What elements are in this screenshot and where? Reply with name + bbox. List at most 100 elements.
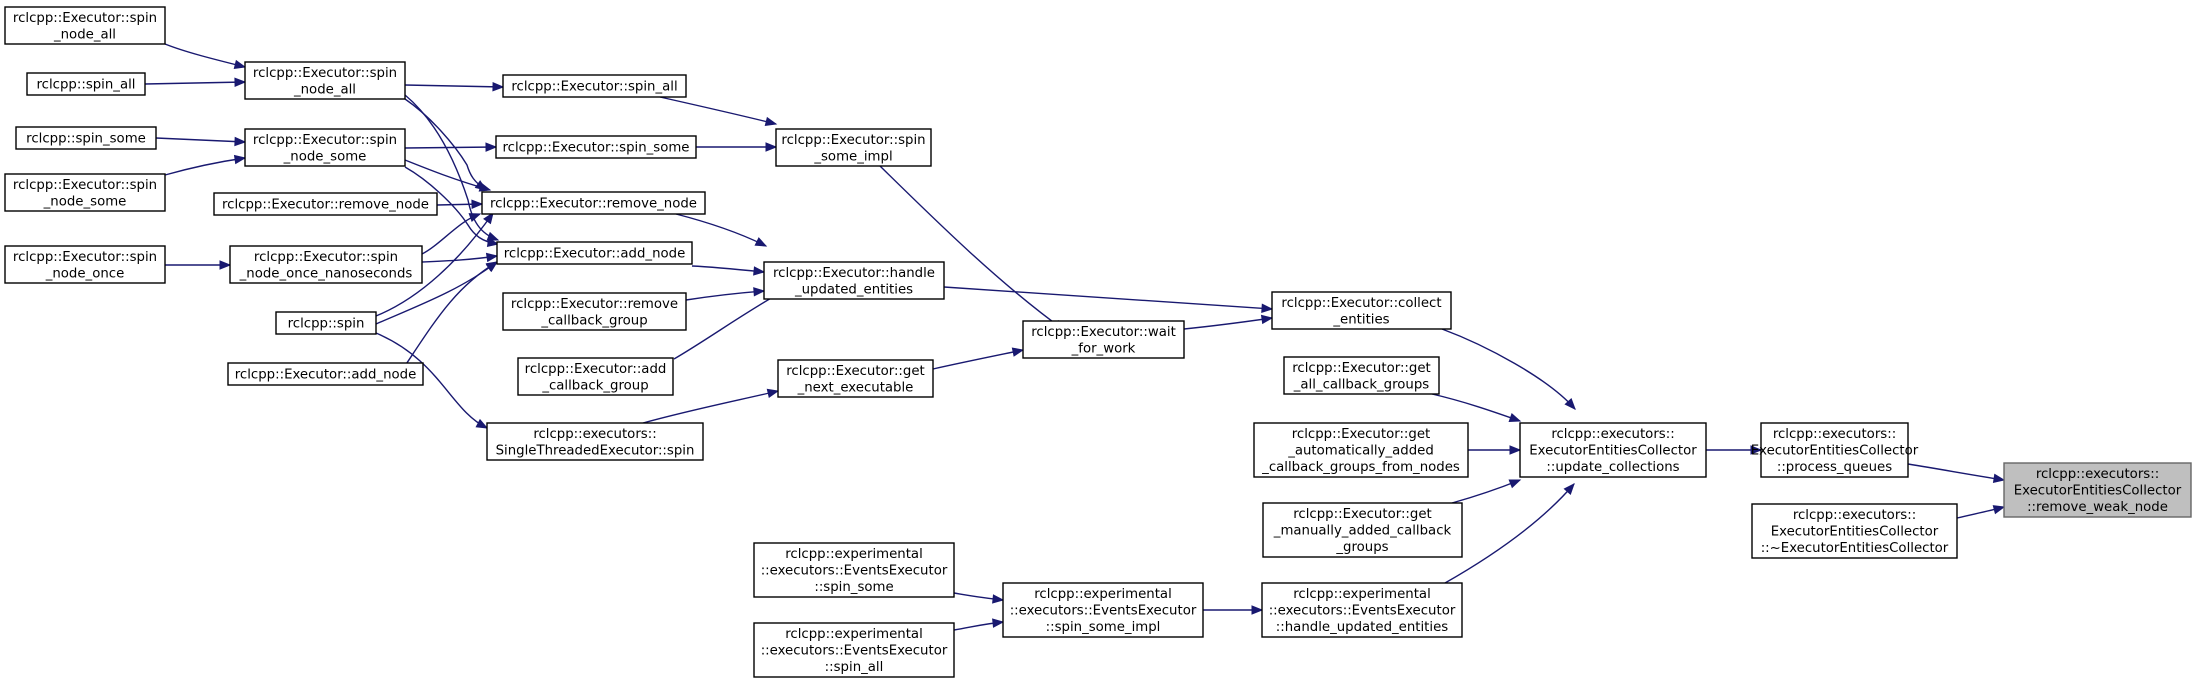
node-ee-spin-some[interactable]: rclcpp::experimental::executors::EventsE… (753, 542, 955, 598)
node-label: rclcpp::Executor::get (786, 364, 925, 379)
node-get-next-executable[interactable]: rclcpp::Executor::get_next_executable (777, 359, 934, 398)
arrowhead-icon (485, 252, 499, 263)
node-label: rclcpp::Executor::remove_node (490, 197, 697, 212)
node-exec-add-node[interactable]: rclcpp::Executor::add_node (496, 241, 693, 265)
node-exec-spin-some[interactable]: rclcpp::Executor::spin_some (495, 135, 697, 159)
call-edge (943, 286, 1274, 314)
call-edge (696, 142, 778, 152)
arrowhead-icon (471, 199, 484, 209)
node-update-collections[interactable]: rclcpp::executors::ExecutorEntitiesColle… (1519, 422, 1707, 478)
node-label: rclcpp::spin_all (36, 78, 135, 93)
node-exec-remove-node2[interactable]: rclcpp::Executor::remove_node (213, 192, 438, 216)
node-label: rclcpp::Executor::spin (253, 133, 397, 148)
node-label: rclcpp::Executor::spin (781, 133, 925, 148)
call-edge (375, 211, 494, 317)
node-get-all-cb[interactable]: rclcpp::Executor::get_all_callback_group… (1283, 356, 1440, 395)
node-label: ::~ExecutorEntitiesCollector (1761, 541, 1949, 556)
edge-line (1444, 483, 1575, 584)
node-box (753, 542, 955, 598)
node-exec-spin-node-all2[interactable]: rclcpp::Executor::spin_node_all (4, 6, 166, 45)
call-edge (1203, 605, 1264, 615)
node-box (502, 74, 687, 98)
node-box (244, 61, 406, 100)
call-edge (953, 618, 1005, 631)
node-spin-all[interactable]: rclcpp::spin_all (26, 72, 146, 96)
node-label: ::spin_all (825, 660, 884, 675)
call-edge (1706, 445, 1763, 455)
call-edge (155, 136, 247, 147)
arrowhead-icon (485, 142, 498, 152)
node-box (1002, 582, 1204, 638)
node-label: rclcpp::executors:: (2036, 467, 2159, 482)
node-remove-weak-node[interactable]: rclcpp::executors::ExecutorEntitiesColle… (2003, 462, 2192, 518)
edge-line (144, 81, 246, 85)
arrowhead-icon (1750, 445, 1763, 455)
call-edge (1956, 505, 2006, 519)
edge-line (675, 213, 767, 247)
edge-line (1183, 317, 1273, 330)
call-edge (404, 166, 500, 248)
node-exec-spin-node-once-ns[interactable]: rclcpp::Executor::spin_node_once_nanosec… (229, 245, 423, 284)
node-box (4, 245, 166, 284)
arrowhead-icon (1251, 605, 1264, 615)
arrowhead-icon (992, 594, 1005, 604)
node-label: rclcpp::Executor::collect (1281, 296, 1441, 311)
node-ee-spin-some-impl[interactable]: rclcpp::experimental::executors::EventsE… (1002, 582, 1204, 638)
node-exec-add-cbg[interactable]: rclcpp::Executor::add_callback_group (517, 357, 674, 396)
node-label: rclcpp::experimental (785, 547, 923, 562)
edge-line (1431, 393, 1521, 422)
node-label: rclcpp::Executor::wait (1031, 325, 1176, 340)
node-box (495, 135, 697, 159)
node-collect-entities[interactable]: rclcpp::Executor::collect_entities (1271, 291, 1452, 330)
node-ste-spin[interactable]: rclcpp::executors::SingleThreadedExecuto… (486, 422, 704, 461)
node-label: SingleThreadedExecutor::spin (496, 443, 695, 458)
arrowhead-icon (1992, 505, 2006, 515)
node-label: rclcpp::spin_some (26, 132, 146, 147)
node-exec-add-node2[interactable]: rclcpp::Executor::add_node (227, 362, 424, 386)
edges-layer (144, 43, 2006, 631)
node-wait-for-work[interactable]: rclcpp::Executor::wait_for_work (1022, 320, 1185, 359)
node-box (1283, 356, 1440, 395)
call-edge (1451, 479, 1522, 504)
node-label: rclcpp::Executor::spin (13, 250, 157, 265)
node-label: _automatically_added (1287, 444, 1434, 459)
edge-line (685, 290, 765, 301)
node-label: _callback_group (541, 378, 648, 393)
arrowhead-icon (478, 182, 492, 192)
node-spin[interactable]: rclcpp::spin (275, 311, 377, 335)
node-label: _entities (1332, 312, 1389, 327)
node-get-auto-cb[interactable]: rclcpp::Executor::get_automatically_adde… (1253, 422, 1469, 478)
node-box (26, 72, 146, 96)
node-exec-remove-node[interactable]: rclcpp::Executor::remove_node (481, 191, 706, 215)
node-dtor[interactable]: rclcpp::executors::ExecutorEntitiesColle… (1751, 503, 1958, 559)
node-label: _for_work (1071, 341, 1136, 356)
call-edge (165, 260, 232, 270)
node-exec-spin-node-some2[interactable]: rclcpp::Executor::spin_node_some (4, 173, 166, 212)
call-edge (1183, 314, 1274, 330)
node-label: rclcpp::Executor::get (1292, 361, 1431, 376)
node-handle-updated[interactable]: rclcpp::Executor::handle_updated_entitie… (763, 261, 945, 300)
node-spin-some[interactable]: rclcpp::spin_some (15, 126, 157, 150)
call-edge (421, 252, 499, 263)
node-exec-remove-cbg[interactable]: rclcpp::Executor::remove_callback_group (502, 292, 687, 331)
node-ee-handle-updated[interactable]: rclcpp::experimental::executors::EventsE… (1261, 582, 1463, 638)
arrowhead-icon (766, 388, 780, 398)
node-label: ::spin_some_impl (1046, 620, 1161, 635)
node-ee-spin-all[interactable]: rclcpp::experimental::executors::EventsE… (753, 622, 955, 678)
node-exec-spin-node-some[interactable]: rclcpp::Executor::spin_node_some (244, 128, 406, 167)
node-label: rclcpp::Executor::remove (511, 297, 678, 312)
node-exec-spin-all[interactable]: rclcpp::Executor::spin_all (502, 74, 687, 98)
node-spin-some-impl[interactable]: rclcpp::Executor::spin_some_impl (775, 128, 932, 167)
edge-line (421, 255, 498, 263)
node-label: _callback_group (540, 313, 647, 328)
node-label: _node_once (45, 266, 125, 281)
edge-line (375, 332, 488, 429)
node-process-queues[interactable]: rclcpp::executors::ExecutorEntitiesColle… (1751, 422, 1919, 478)
node-exec-spin-node-once[interactable]: rclcpp::Executor::spin_node_once (4, 245, 166, 284)
node-box (1271, 291, 1452, 330)
node-exec-spin-node-all[interactable]: rclcpp::Executor::spin_node_all (244, 61, 406, 100)
node-get-manual-cb[interactable]: rclcpp::Executor::get_manually_added_cal… (1262, 502, 1463, 558)
node-label: rclcpp::Executor::spin (13, 178, 157, 193)
call-edge (659, 96, 778, 127)
